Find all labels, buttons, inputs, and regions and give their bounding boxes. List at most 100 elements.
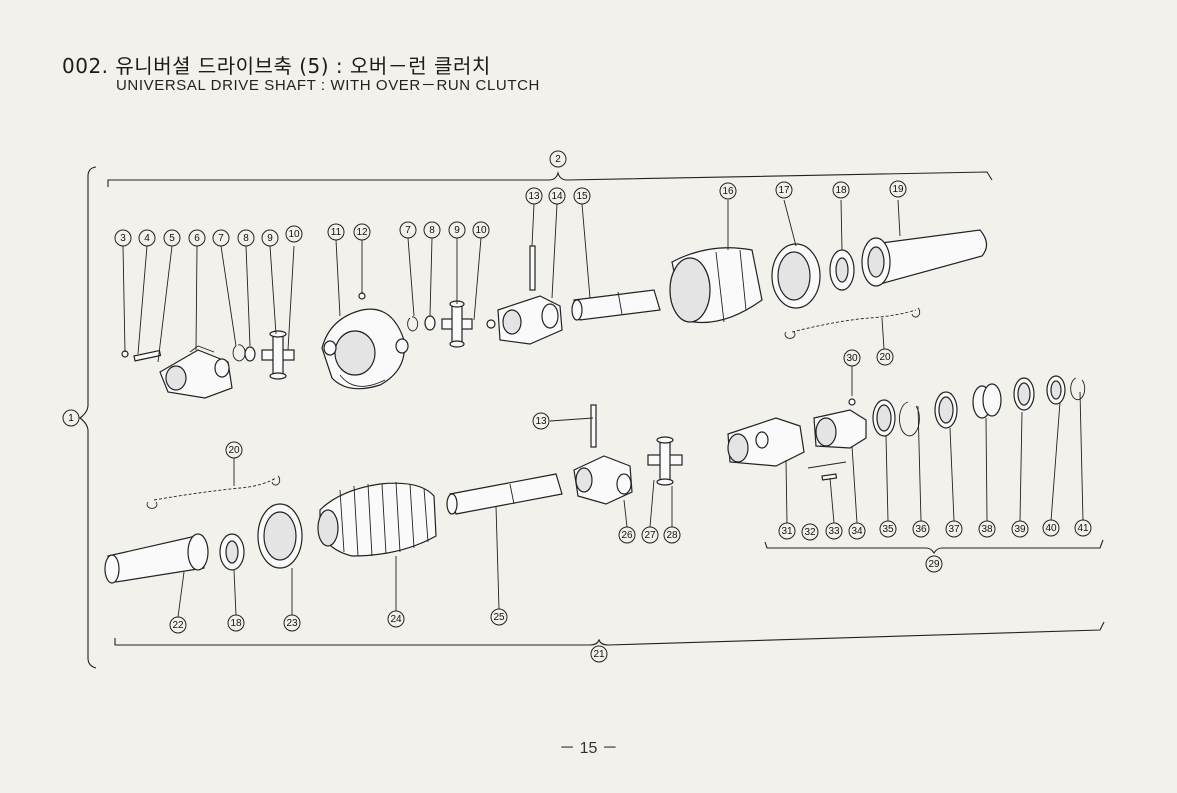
- callout-7: 7: [399, 221, 417, 239]
- bracket-29: [764, 539, 1104, 555]
- callout-label: 12: [356, 227, 368, 238]
- callout-8: 8: [237, 229, 255, 247]
- callout-label: 16: [722, 186, 734, 197]
- callout-label: 32: [804, 527, 816, 538]
- inner-tube-part: [571, 289, 661, 321]
- callout-40: 40: [1042, 519, 1060, 537]
- callout-32: 32: [801, 523, 819, 541]
- yoke-part: [159, 345, 233, 399]
- callout-label: 25: [493, 612, 505, 623]
- callout-label: 9: [454, 225, 460, 236]
- callout-7: 7: [212, 229, 230, 247]
- callout-label: 4: [144, 233, 150, 244]
- callout-20: 20: [876, 348, 894, 366]
- callout-label: 19: [892, 184, 904, 195]
- callout-8: 8: [423, 221, 441, 239]
- callout-20: 20: [225, 441, 243, 459]
- flange-housing-part: [321, 292, 409, 390]
- callout-label: 5: [169, 233, 175, 244]
- pins-parts-32-33: [807, 461, 847, 481]
- callout-13: 13: [532, 412, 550, 430]
- callout-label: 11: [331, 227, 342, 238]
- cross-journal-part-b: [441, 300, 496, 348]
- guard-tube-part-22: [104, 533, 209, 584]
- title-block: 002. 유니버셜 드라이브축 (5) : 오버－런 클러치 UNIVERSAL…: [62, 54, 540, 94]
- callout-label: 22: [172, 620, 184, 631]
- callout-10: 10: [285, 225, 303, 243]
- bracket-2: [107, 171, 993, 187]
- callout-13: 13: [525, 187, 543, 205]
- callout-label: 20: [879, 352, 891, 363]
- callout-11: 11: [327, 223, 345, 241]
- callout-16: 16: [719, 182, 737, 200]
- callout-21: 21: [590, 645, 608, 663]
- callout-label: 1: [68, 413, 74, 424]
- callout-30: 30: [843, 349, 861, 367]
- callout-17: 17: [775, 181, 793, 199]
- safety-chain-part-20a: [784, 307, 921, 339]
- callout-label: 28: [666, 530, 678, 541]
- callout-29: 29: [925, 555, 943, 573]
- callout-label: 6: [194, 233, 200, 244]
- callout-label: 13: [535, 416, 547, 427]
- callout-label: 26: [621, 530, 633, 541]
- callout-label: 41: [1077, 523, 1089, 534]
- clutch-hub-part-34: [813, 398, 867, 449]
- bellows-guard-part-24: [317, 481, 437, 557]
- callout-39: 39: [1011, 520, 1029, 538]
- callout-label: 10: [475, 225, 487, 236]
- cross-journal-part-c: [647, 436, 683, 486]
- callout-label: 23: [286, 618, 298, 629]
- bracket-1: [79, 166, 97, 669]
- callout-19: 19: [889, 180, 907, 198]
- callout-label: 7: [218, 233, 224, 244]
- callout-12: 12: [353, 223, 371, 241]
- guard-ring-part-23: [257, 503, 303, 569]
- callout-14: 14: [548, 187, 566, 205]
- page-number: － 15 －: [559, 740, 618, 757]
- leader-lines: [122, 199, 1084, 618]
- callout-6: 6: [188, 229, 206, 247]
- callout-label: 35: [882, 524, 894, 535]
- callout-label: 18: [230, 618, 242, 629]
- callout-3: 3: [114, 229, 132, 247]
- callout-22: 22: [169, 616, 187, 634]
- callout-label: 18: [835, 185, 847, 196]
- callout-label: 3: [120, 233, 126, 244]
- callout-label: 9: [267, 233, 273, 244]
- callout-label: 15: [576, 191, 588, 202]
- callout-label: 40: [1045, 523, 1057, 534]
- callout-18: 18: [227, 614, 245, 632]
- callout-5: 5: [163, 229, 181, 247]
- guard-ring-part-17: [771, 243, 821, 309]
- callout-label: 34: [851, 526, 863, 537]
- callout-28: 28: [663, 526, 681, 544]
- callout-24: 24: [387, 610, 405, 628]
- callout-label: 38: [981, 524, 993, 535]
- callout-9: 9: [261, 229, 279, 247]
- inner-yoke-part: [497, 295, 563, 345]
- callout-26: 26: [618, 526, 636, 544]
- cross-journal-part-a: [261, 330, 295, 380]
- callout-label: 7: [405, 225, 411, 236]
- pin-part-13b: [590, 404, 597, 448]
- callout-23: 23: [283, 614, 301, 632]
- callout-label: 30: [846, 353, 858, 364]
- callout-9: 9: [448, 221, 466, 239]
- circlip-part-a: [232, 344, 256, 362]
- callout-label: 8: [429, 225, 435, 236]
- callout-18: 18: [832, 181, 850, 199]
- callout-4: 4: [138, 229, 156, 247]
- callout-15: 15: [573, 187, 591, 205]
- callout-label: 31: [781, 526, 793, 537]
- callout-35: 35: [879, 520, 897, 538]
- pin-part: [133, 349, 162, 362]
- callout-37: 37: [945, 520, 963, 538]
- callout-36: 36: [912, 520, 930, 538]
- callout-label: 39: [1014, 524, 1026, 535]
- outer-tube-part-25: [446, 473, 563, 515]
- callout-27: 27: [641, 526, 659, 544]
- callout-38: 38: [978, 520, 996, 538]
